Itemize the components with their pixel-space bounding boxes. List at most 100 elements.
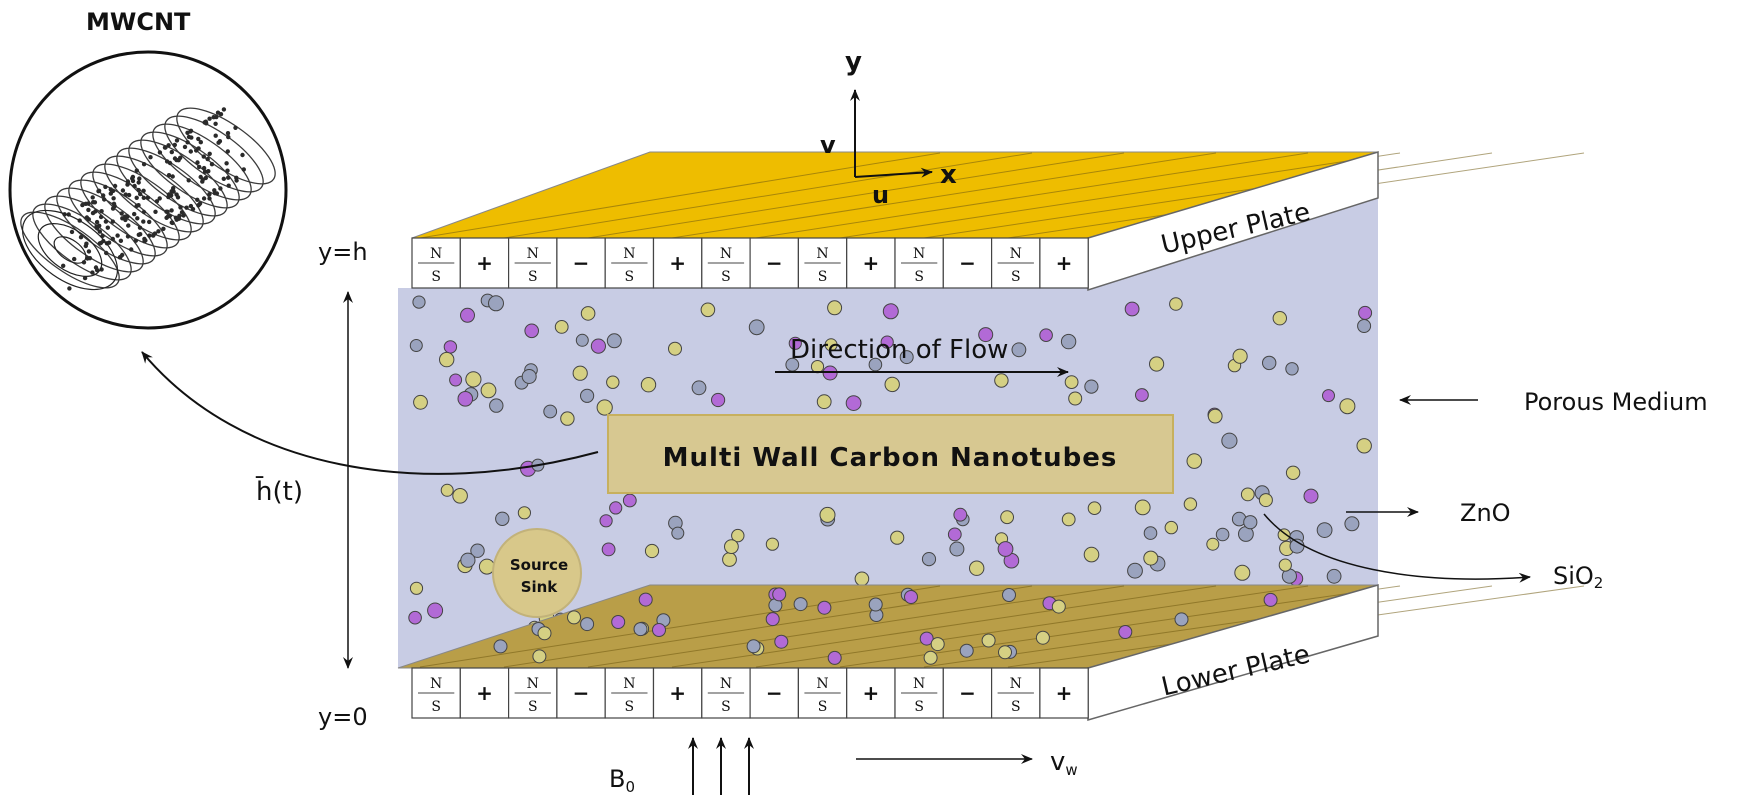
nanoparticle	[1087, 501, 1102, 516]
nanoparticle	[816, 394, 832, 410]
nanoparticle	[1232, 348, 1248, 364]
carbon-atom	[138, 191, 143, 197]
carbon-atom	[154, 199, 160, 204]
carbon-atom	[126, 223, 131, 228]
nanoparticle	[868, 597, 883, 612]
carbon-atom	[123, 217, 128, 223]
nanoparticle	[969, 560, 985, 576]
x-axis-label: x	[940, 160, 957, 190]
upper-plate-stripes	[419, 152, 1585, 239]
carbon-atom	[240, 152, 245, 158]
carbon-atom	[207, 116, 212, 121]
upper-magnet-north: N	[430, 246, 442, 262]
upper-magnet-south: S	[1011, 269, 1021, 285]
carbon-atom	[185, 130, 190, 135]
nanoparticle	[1061, 512, 1076, 527]
nanoparticle	[700, 302, 716, 318]
nanoparticle	[1051, 599, 1066, 614]
nanoparticle	[1083, 546, 1100, 563]
nanoparticle	[524, 323, 540, 339]
nanoparticle	[652, 623, 666, 637]
lower-magnet-cell	[556, 667, 606, 719]
nanoparticle	[1164, 520, 1179, 535]
nanoparticles	[408, 293, 1373, 634]
carbon-atom	[134, 168, 139, 173]
carbon-atom	[172, 142, 177, 148]
upper-magnet-south: S	[721, 269, 731, 285]
nanotube-end-ring	[37, 223, 103, 277]
carbon-atom	[181, 213, 186, 218]
nanoparticle	[1118, 625, 1133, 639]
upper-magnet-cell	[846, 237, 896, 289]
carbon-atom	[67, 286, 72, 291]
carbon-atom	[141, 209, 147, 215]
carbon-atom	[156, 229, 161, 234]
nanotubes-box	[607, 414, 1174, 494]
nanoparticle	[1135, 388, 1149, 402]
nanoparticle	[1262, 355, 1277, 371]
nanoparticle	[601, 542, 616, 557]
nanoparticle	[1149, 356, 1165, 372]
carbon-atom	[171, 189, 176, 194]
nanoparticle	[882, 303, 899, 320]
upper-magnet-cell	[459, 237, 510, 289]
carbon-atom	[163, 145, 168, 150]
carbon-atom	[112, 183, 118, 189]
carbon-atom	[164, 209, 169, 214]
nanoparticle	[748, 319, 765, 336]
nanoparticle	[824, 338, 838, 352]
nanoparticle	[1060, 333, 1077, 350]
nanoparticle	[711, 392, 726, 408]
nanoparticle	[671, 526, 685, 540]
carbon-atom	[169, 149, 174, 155]
gap-height-label: h̄(t)	[255, 475, 303, 507]
carbon-atom	[209, 162, 215, 167]
mwcnt-nanotube-illustration	[20, 107, 276, 291]
carbon-atom	[213, 133, 218, 138]
nanoparticle	[439, 351, 455, 368]
carbon-atom	[169, 208, 174, 213]
nanoparticle	[460, 552, 476, 568]
carbon-atom	[170, 174, 175, 179]
nanoparticle	[1035, 630, 1050, 645]
carbon-atom	[118, 238, 124, 243]
carbon-atom	[157, 196, 162, 201]
carbon-atom	[221, 107, 227, 112]
nanotube-end-ring	[53, 236, 87, 264]
mwcnt-inset-circle	[8, 50, 288, 330]
nanoparticle	[772, 587, 787, 602]
lower-stripe	[671, 585, 1217, 668]
upper-magnet-cell	[749, 237, 799, 289]
upper-magnet-north: N	[816, 246, 828, 262]
carbon-atom	[104, 250, 109, 256]
nanoparticle	[904, 590, 918, 604]
nanoparticle	[890, 530, 905, 545]
carbon-atom	[207, 151, 212, 156]
nanoparticle	[774, 634, 789, 649]
lower-stripe	[923, 585, 1493, 668]
nanoparticle	[1357, 319, 1372, 333]
carbon-atom	[221, 176, 226, 181]
carbon-atom	[83, 243, 89, 249]
carbon-atom	[226, 175, 231, 180]
nanoparticle	[1134, 499, 1151, 516]
nanoparticle	[1278, 558, 1292, 572]
nanoparticle	[1169, 297, 1183, 311]
carbon-atom	[197, 202, 202, 207]
nanoparticle	[997, 541, 1014, 557]
nanoparticle	[640, 377, 657, 393]
carbon-atom	[119, 211, 124, 216]
carbon-atom	[132, 183, 137, 189]
carbon-atom	[101, 193, 106, 198]
upper-magnet-minus: −	[766, 251, 783, 275]
carbon-atom	[87, 256, 93, 261]
carbon-atom	[205, 156, 210, 162]
nanoparticle	[1206, 537, 1220, 551]
carbon-atom	[195, 160, 200, 165]
nanoparticle	[1258, 493, 1273, 508]
nanoparticle	[854, 571, 870, 587]
carbon-atom	[147, 219, 152, 225]
carbon-atom	[166, 143, 171, 148]
carbon-atom	[86, 207, 91, 213]
nanoparticle	[1221, 432, 1238, 449]
